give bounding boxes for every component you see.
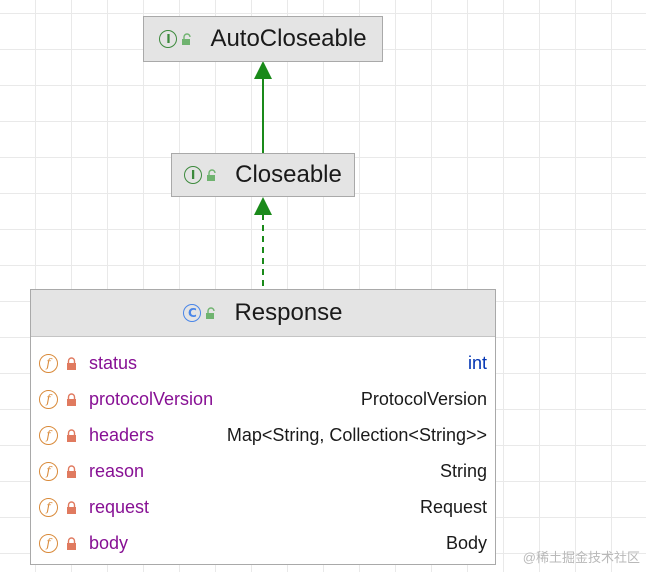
field-type: Body: [445, 532, 487, 553]
field-type: int: [467, 352, 487, 373]
field-icon: f: [39, 389, 58, 409]
field-type: Map<String, Collection<String>>: [226, 424, 487, 445]
field-icon: f: [39, 425, 58, 445]
interface-icon: I: [159, 30, 178, 48]
node-header: I Closeable: [172, 154, 354, 196]
field-name: body: [89, 532, 129, 553]
lock-icon: [67, 392, 76, 406]
field-row-protocolversion[interactable]: f protocolVersion ProtocolVersion: [39, 381, 487, 417]
node-header: C Response: [31, 290, 495, 337]
field-row-headers[interactable]: f headers Map<String, Collection<String>…: [39, 417, 487, 453]
node-title: AutoCloseable: [210, 25, 367, 52]
field-name: reason: [89, 460, 145, 481]
lock-icon: [67, 464, 76, 478]
class-response[interactable]: C Response f status int f protocolVersio…: [30, 289, 496, 565]
field-type: ProtocolVersion: [360, 388, 487, 409]
arrowhead-closeable: [254, 197, 272, 215]
interface-autocloseable[interactable]: I AutoCloseable: [143, 16, 383, 62]
field-type: Request: [419, 496, 487, 517]
unlocked-icon: [182, 32, 192, 45]
lock-icon: [67, 356, 76, 370]
field-row-reason[interactable]: f reason String: [39, 453, 487, 489]
field-list: f status int f protocolVersion ProtocolV…: [31, 337, 495, 561]
field-name: headers: [89, 424, 155, 445]
node-title: Response: [234, 299, 343, 326]
field-icon: f: [39, 461, 58, 481]
node-header: I AutoCloseable: [144, 17, 382, 61]
lock-icon: [67, 428, 76, 442]
unlocked-icon: [207, 168, 216, 181]
arrowhead-autocloseable: [254, 61, 272, 79]
lock-icon: [67, 536, 76, 550]
watermark: @稀土掘金技术社区: [522, 550, 640, 565]
node-title: Closeable: [235, 161, 342, 188]
lock-icon: [67, 500, 76, 514]
class-icon: C: [183, 304, 202, 322]
field-row-body[interactable]: f body Body: [39, 525, 487, 561]
field-row-request[interactable]: f request Request: [39, 489, 487, 525]
field-name: request: [89, 496, 150, 517]
field-row-status[interactable]: f status int: [39, 345, 487, 381]
field-icon: f: [39, 353, 58, 373]
unlocked-icon: [206, 306, 216, 319]
field-name: protocolVersion: [89, 388, 214, 409]
field-icon: f: [39, 497, 58, 517]
field-name: status: [89, 352, 138, 373]
interface-icon: I: [184, 166, 203, 184]
field-type: String: [439, 460, 487, 481]
interface-closeable[interactable]: I Closeable: [171, 153, 355, 197]
field-icon: f: [39, 533, 58, 553]
